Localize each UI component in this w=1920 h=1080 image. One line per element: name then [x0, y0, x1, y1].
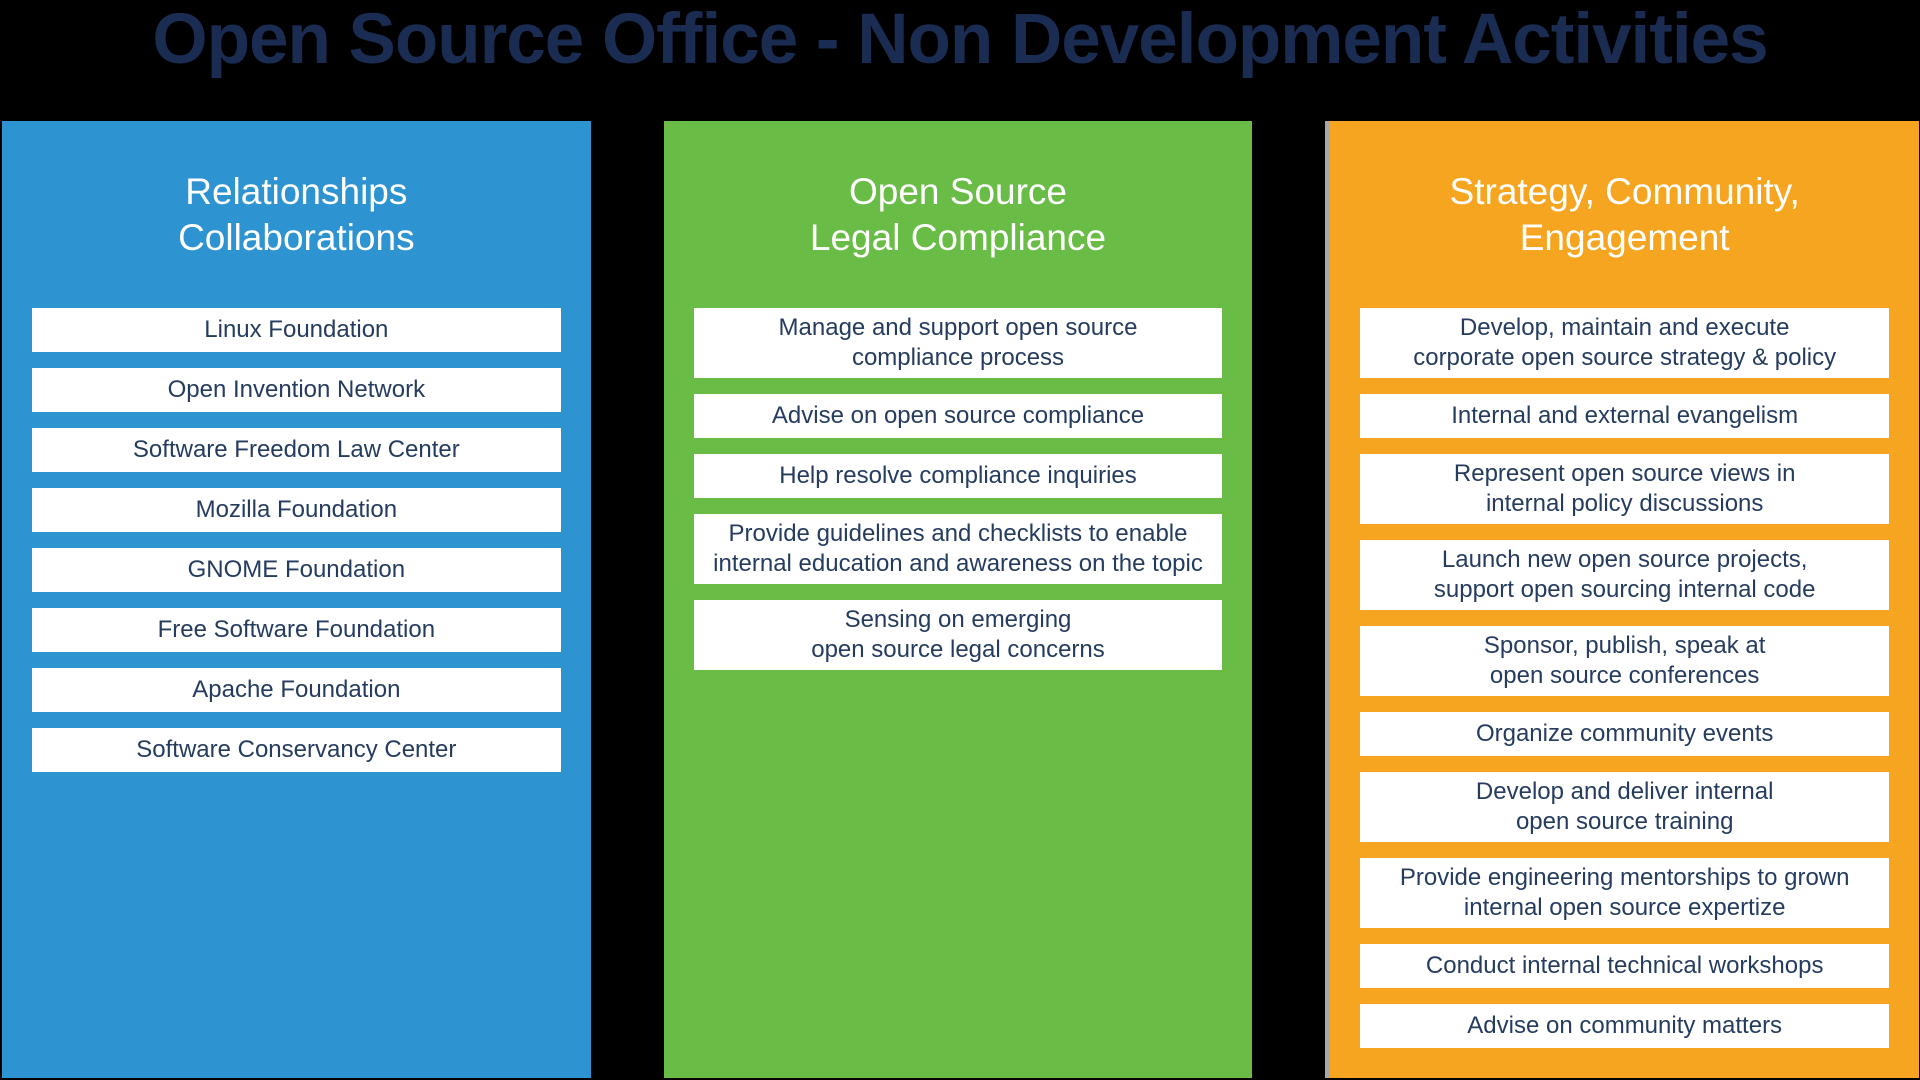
list-item: Advise on open source compliance — [693, 394, 1223, 438]
list-item: Develop, maintain and execute corporate … — [1360, 308, 1890, 378]
column-relationships-collaborations: Relationships Collaborations Linux Found… — [2, 121, 591, 1078]
list-item: Provide engineering mentorships to grown… — [1360, 858, 1890, 928]
column-header: Open Source Legal Compliance — [809, 170, 1107, 258]
column-header: Relationships Collaborations — [178, 170, 415, 258]
list-item: Launch new open source projects, support… — [1360, 540, 1890, 610]
column-header: Strategy, Community, Engagement — [1449, 170, 1800, 258]
column-strategy-community-engagement: Strategy, Community, Engagement Develop,… — [1325, 121, 1920, 1078]
diagram-columns: Relationships Collaborations Linux Found… — [2, 121, 1920, 1078]
list-item: Sensing on emerging open source legal co… — [693, 600, 1223, 670]
list-item: Conduct internal technical workshops — [1360, 944, 1890, 988]
list-item: Mozilla Foundation — [32, 488, 561, 532]
items-list: Manage and support open source complianc… — [664, 308, 1253, 670]
list-item: Sponsor, publish, speak at open source c… — [1360, 626, 1890, 696]
list-item: Help resolve compliance inquiries — [693, 454, 1223, 498]
list-item: Software Conservancy Center — [32, 728, 561, 772]
list-item: Internal and external evangelism — [1360, 394, 1890, 438]
list-item: Open Invention Network — [32, 368, 561, 412]
list-item: Organize community events — [1360, 712, 1890, 756]
list-item: Develop and deliver internal open source… — [1360, 772, 1890, 842]
list-item: Advise on community matters — [1360, 1004, 1890, 1048]
list-item: Represent open source views in internal … — [1360, 454, 1890, 524]
list-item: GNOME Foundation — [32, 548, 561, 592]
list-item: Manage and support open source complianc… — [693, 308, 1223, 378]
list-item: Apache Foundation — [32, 668, 561, 712]
column-open-source-legal-compliance: Open Source Legal Compliance Manage and … — [663, 121, 1253, 1078]
list-item: Free Software Foundation — [32, 608, 561, 652]
list-item: Software Freedom Law Center — [32, 428, 561, 472]
items-list: Develop, maintain and execute corporate … — [1330, 308, 1919, 1048]
page-title: Open Source Office - Non Development Act… — [152, 0, 1768, 79]
list-item: Linux Foundation — [32, 308, 561, 352]
list-item: Provide guidelines and checklists to ena… — [693, 514, 1223, 584]
